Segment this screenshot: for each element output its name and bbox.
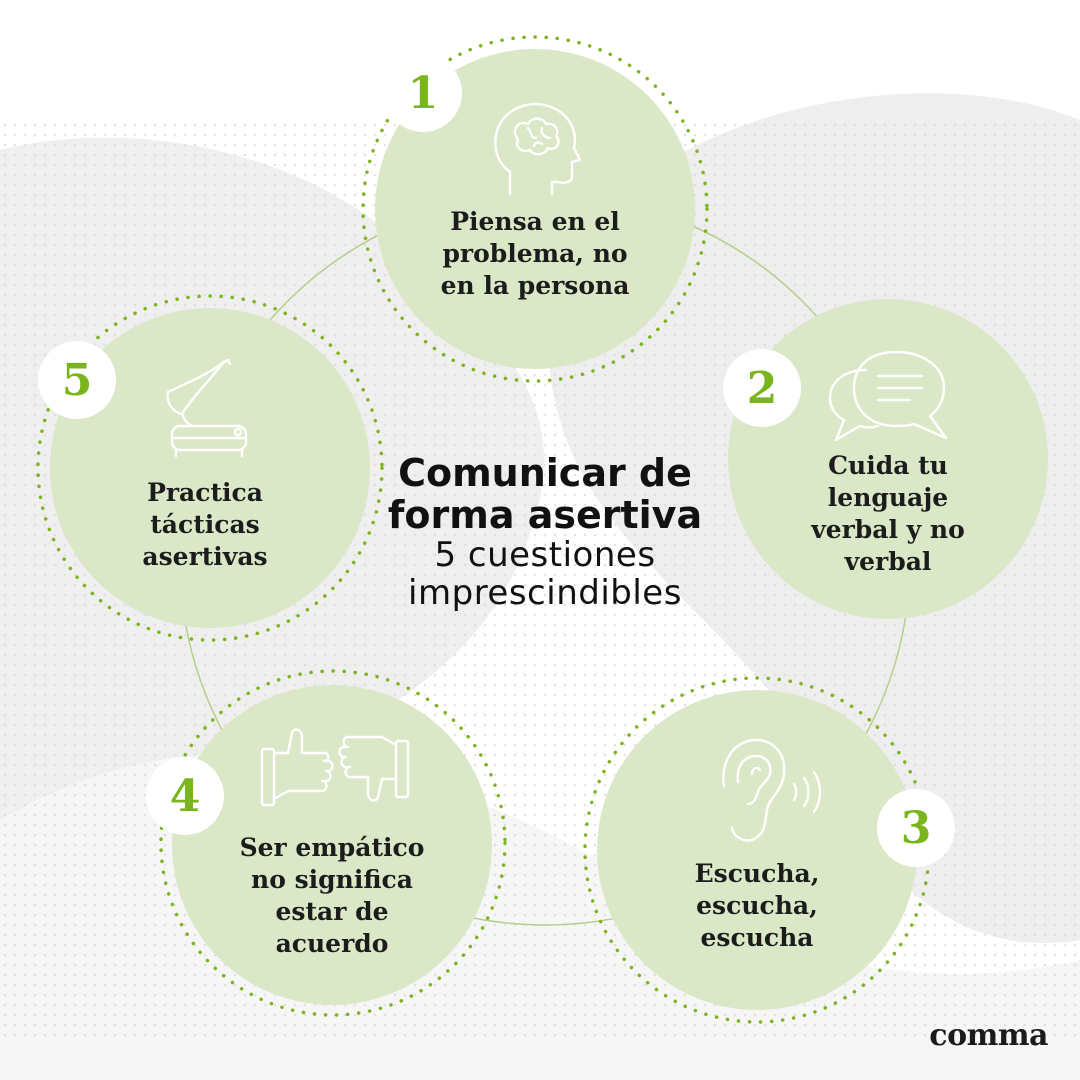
step-2-label: Cuida tu lenguaje verbal y no verbal <box>811 451 965 576</box>
step-5-badge: 5 <box>38 341 116 419</box>
step-1-badge: 1 <box>384 54 462 132</box>
step-1-label: Piensa en el problema, no en la persona <box>440 207 630 300</box>
head-brain-icon <box>488 98 584 198</box>
step-3-badge: 3 <box>877 789 955 867</box>
step-2-badge: 2 <box>723 349 801 427</box>
dotted-arc-1 <box>361 35 709 383</box>
step-4-label: Ser empático no significa estar de acuer… <box>239 833 425 958</box>
step-3-label: Escucha, escucha, escucha <box>694 859 820 952</box>
ear-icon <box>712 734 824 846</box>
speech-bubbles-icon <box>826 348 952 444</box>
center-title: Comunicar de forma asertiva 5 cuestiones… <box>360 452 730 612</box>
title-main: Comunicar de forma asertiva <box>387 451 703 537</box>
step-5-label: Practica tácticas asertivas <box>142 478 268 571</box>
step-4-circle <box>172 685 492 1005</box>
step-4-badge: 4 <box>146 757 224 835</box>
title-subtitle: 5 cuestiones imprescindibles <box>408 535 682 613</box>
dotted-arc-4 <box>159 669 507 1017</box>
gramophone-icon <box>162 358 252 462</box>
step-3-circle <box>597 690 917 1010</box>
dotted-arc-5 <box>36 294 384 642</box>
thumbs-up-down-icon <box>258 727 412 823</box>
brand-logo: comma <box>929 1018 1048 1053</box>
